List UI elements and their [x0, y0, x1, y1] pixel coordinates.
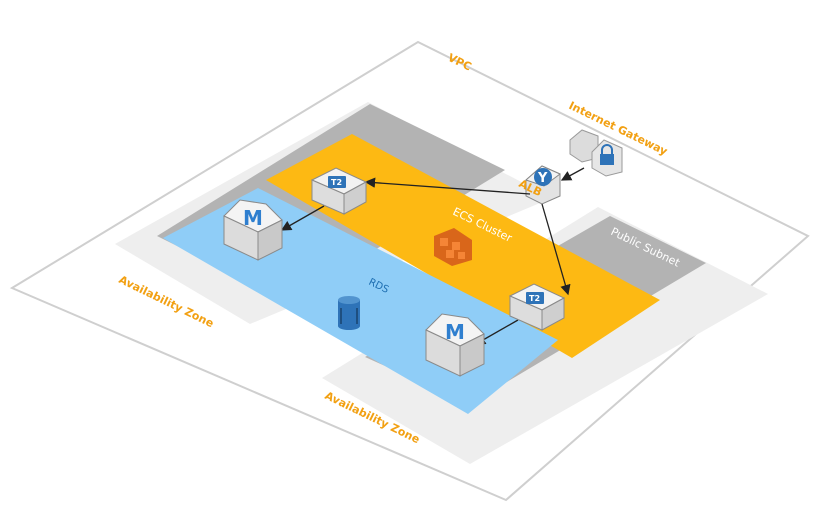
arrow-alb-to-instance-1: [364, 177, 531, 195]
instance-icon: T2: [328, 176, 346, 188]
arrow-gateway-to-alb: [560, 167, 585, 181]
instance-label: T2: [331, 178, 342, 187]
arrow-alb-to-instance-2: [541, 203, 571, 296]
ec2-instance-1: T2: [310, 167, 368, 215]
database-icon: [338, 296, 360, 330]
instance-label: T2: [529, 294, 540, 303]
db-glyph: M: [243, 206, 263, 230]
lock-icon: [600, 144, 614, 165]
arrow-instance-1-to-db-1: [280, 205, 325, 231]
db-instance-1: M: [223, 199, 283, 261]
internet-gateway-icon: [569, 129, 623, 177]
instance-icon: T2: [526, 292, 544, 304]
alb-glyph: Y: [537, 171, 548, 186]
db-glyph: M: [445, 320, 465, 344]
ec2-instance-2: T2: [508, 283, 566, 331]
load-balancer-icon: Y: [534, 168, 552, 186]
db-instance-2: M: [425, 313, 485, 377]
ecs-icon: [434, 228, 472, 266]
